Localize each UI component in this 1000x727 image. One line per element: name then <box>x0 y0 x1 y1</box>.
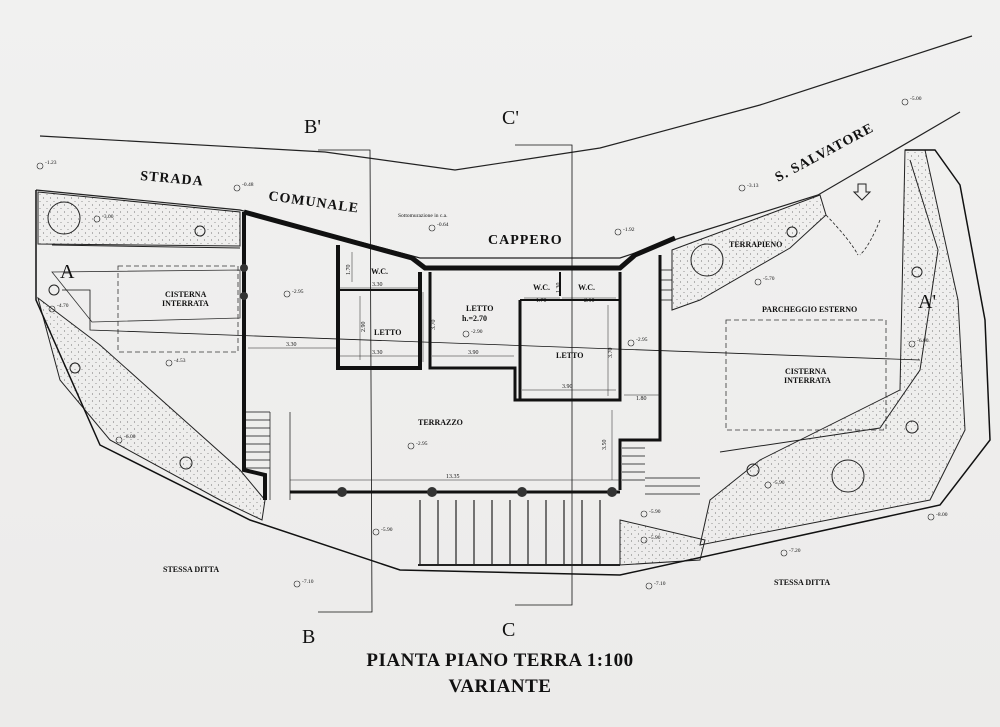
section-line-a <box>62 289 921 361</box>
drawing-title: PIANTA PIANO TERRA 1:100 <box>366 650 634 671</box>
elevation-value: -6.00 <box>124 434 136 440</box>
inner-boundary <box>51 159 939 453</box>
dimension-value: 1.30 <box>556 283 562 294</box>
elevation-value: -1.23 <box>45 160 57 166</box>
columns <box>240 264 617 497</box>
dimension-value: 3.90 <box>562 384 573 390</box>
elevation-value: -2.95 <box>416 441 428 447</box>
elevation-value: -3.13 <box>747 183 759 189</box>
dimension-value: 2.10 <box>584 298 595 304</box>
elevation-markers <box>36 98 935 590</box>
room-letto-2: LETTO <box>466 304 493 313</box>
elevation-value: -2.95 <box>636 337 648 343</box>
room-letto-1: LETTO <box>374 328 401 337</box>
garden-left-inner <box>51 269 241 323</box>
room-wc-1: W.C. <box>371 267 388 276</box>
dimension-value: 1.70 <box>346 265 352 276</box>
elevation-value: -6.00 <box>917 338 929 344</box>
elevation-value: -5.90 <box>649 535 661 541</box>
section-b-prime: B' <box>304 116 321 138</box>
gate-icon <box>825 214 881 256</box>
note-sottomurazione: Sottomurazione in c.a. <box>398 213 448 219</box>
stairs-right <box>622 269 700 495</box>
section-a-prime: A' <box>918 291 936 313</box>
pergola <box>418 500 620 566</box>
elevation-value: -7.10 <box>654 581 666 587</box>
room-letto-2-height: h.=2.70 <box>462 314 487 323</box>
dimension-value: 3.30 <box>372 282 383 288</box>
elevation-value: -7.20 <box>789 548 801 554</box>
arrow-down-icon <box>852 183 872 201</box>
elevation-value: -5.90 <box>649 509 661 515</box>
cisterna-right-1: CISTERNA <box>785 367 827 376</box>
street-comunale: COMUNALE <box>267 189 359 217</box>
elevation-value: -0.64 <box>437 222 449 228</box>
cisterna-left-outline <box>117 265 239 353</box>
elevation-value: -1.92 <box>623 227 635 233</box>
elevation-value: -5.00 <box>910 96 922 102</box>
room-terrazzo: TERRAZZO <box>418 418 463 427</box>
elevation-value: -5.90 <box>773 480 785 486</box>
section-c-prime: C' <box>502 107 519 129</box>
garden-right-terrapieno <box>671 194 827 311</box>
elevation-value: -3.00 <box>102 214 114 220</box>
dimension-value: 3.50 <box>602 440 608 451</box>
section-c: C <box>502 619 515 641</box>
dimension-value: 3.90 <box>468 350 479 356</box>
building-walls <box>242 209 676 500</box>
stessa-ditta-right: STESSA DITTA <box>774 578 830 587</box>
room-wc-2: W.C. <box>533 283 550 292</box>
dimension-values: 3.30 3.30 3.30 3.90 3.90 1.70 2.10 1.80 … <box>286 265 647 481</box>
garden-bottom-right <box>619 519 706 566</box>
dimension-value: 3.70 <box>431 320 437 331</box>
elevation-value: -7.10 <box>302 579 314 585</box>
elevation-value: -5.90 <box>381 527 393 533</box>
elevation-value: -4.70 <box>57 303 69 309</box>
dimension-lines <box>248 252 660 481</box>
drawing-subtitle: VARIANTE <box>448 676 552 697</box>
tree-icons <box>47 201 923 493</box>
dimension-value: 2.90 <box>361 322 367 333</box>
elevation-value: -4.53 <box>174 358 186 364</box>
section-b: B <box>302 626 315 648</box>
elevation-value: -2.95 <box>292 289 304 295</box>
street-strada: STRADA <box>140 169 205 189</box>
dimension-value: 3.30 <box>286 342 297 348</box>
cisterna-right-2: INTERRATA <box>784 376 831 385</box>
dimension-value: 3.30 <box>372 350 383 356</box>
elevation-value: -8.00 <box>936 512 948 518</box>
room-parcheggio: PARCHEGGIO ESTERNO <box>762 305 857 314</box>
property-boundary <box>35 149 991 576</box>
road-upper-edge <box>39 35 973 171</box>
section-a: A <box>60 261 75 283</box>
room-letto-3: LETTO <box>556 351 583 360</box>
garden-right-slope <box>699 149 966 546</box>
dimension-value: 1.80 <box>636 396 647 402</box>
garden-left-slope <box>37 296 266 521</box>
stairs-left <box>246 411 291 500</box>
cisterna-left-2: INTERRATA <box>162 299 209 308</box>
section-line-c <box>515 144 573 606</box>
dimension-value: 1.70 <box>536 298 547 304</box>
street-salvatore: S. SALVATORE <box>773 121 877 186</box>
stessa-ditta-left: STESSA DITTA <box>163 565 219 574</box>
room-wc-3: W.C. <box>578 283 595 292</box>
dimension-value: 13.35 <box>446 474 460 480</box>
elevation-value: -0.48 <box>242 182 254 188</box>
cisterna-left-1: CISTERNA <box>165 290 207 299</box>
elevation-value: -2.90 <box>471 329 483 335</box>
road-lower-edge <box>35 111 961 259</box>
elevation-values: -1.23 -3.00 -0.48 -0.64 -1.92 -3.13 -5.0… <box>45 96 948 587</box>
garden-top-left <box>37 191 241 247</box>
parcheggio-outline <box>725 319 887 431</box>
dimension-value: 3.70 <box>608 348 614 359</box>
section-line-b <box>318 149 373 613</box>
room-terrapieno: TERRAPIENO <box>729 240 782 249</box>
street-cappero: CAPPERO <box>488 233 563 248</box>
elevation-value: -5.70 <box>763 276 775 282</box>
